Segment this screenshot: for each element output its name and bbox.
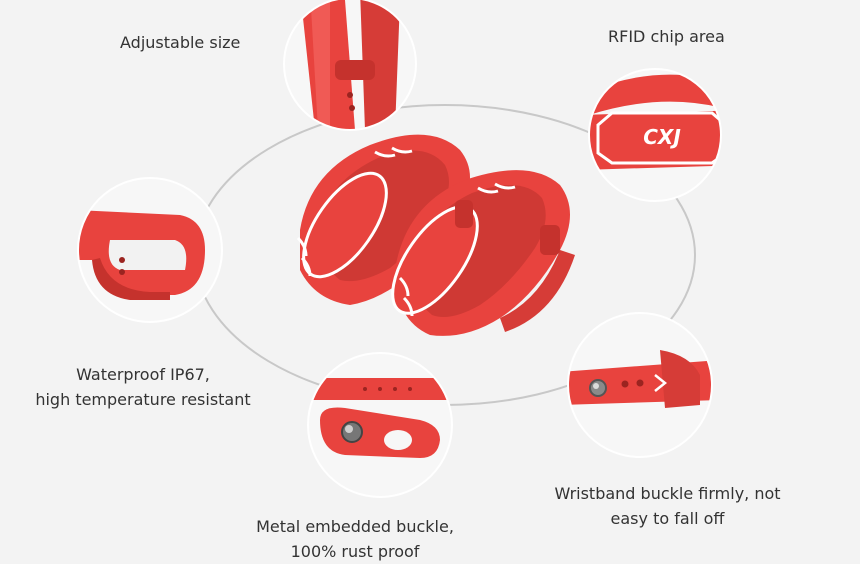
- detail-adjustable: [284, 0, 416, 130]
- caption-waterproof-line2: high temperature resistant: [35, 390, 251, 409]
- detail-rfid-chip: CXJ: [589, 69, 721, 201]
- caption-buckle-line1: Wristband buckle firmly, not: [554, 484, 781, 503]
- caption-metal: Metal embedded buckle, 100% rust proof: [240, 514, 470, 564]
- central-wristbands: [296, 134, 575, 336]
- caption-metal-line2: 100% rust proof: [290, 542, 420, 561]
- chip-label: CXJ: [643, 125, 681, 149]
- caption-metal-line1: Metal embedded buckle,: [256, 517, 454, 536]
- caption-adjustable-text: Adjustable size: [120, 33, 241, 52]
- caption-rfid-text: RFID chip area: [608, 27, 725, 46]
- caption-buckle-line2: easy to fall off: [610, 509, 725, 528]
- detail-waterproof: [78, 178, 222, 322]
- caption-adjustable: Adjustable size: [120, 30, 240, 55]
- detail-metal-buckle: [308, 353, 452, 497]
- caption-rfid: RFID chip area: [608, 24, 725, 49]
- caption-waterproof: Waterproof IP67, high temperature resist…: [18, 362, 268, 412]
- detail-buckle: [568, 313, 712, 457]
- caption-buckle: Wristband buckle firmly, not easy to fal…: [535, 481, 800, 531]
- caption-waterproof-line1: Waterproof IP67,: [76, 365, 210, 384]
